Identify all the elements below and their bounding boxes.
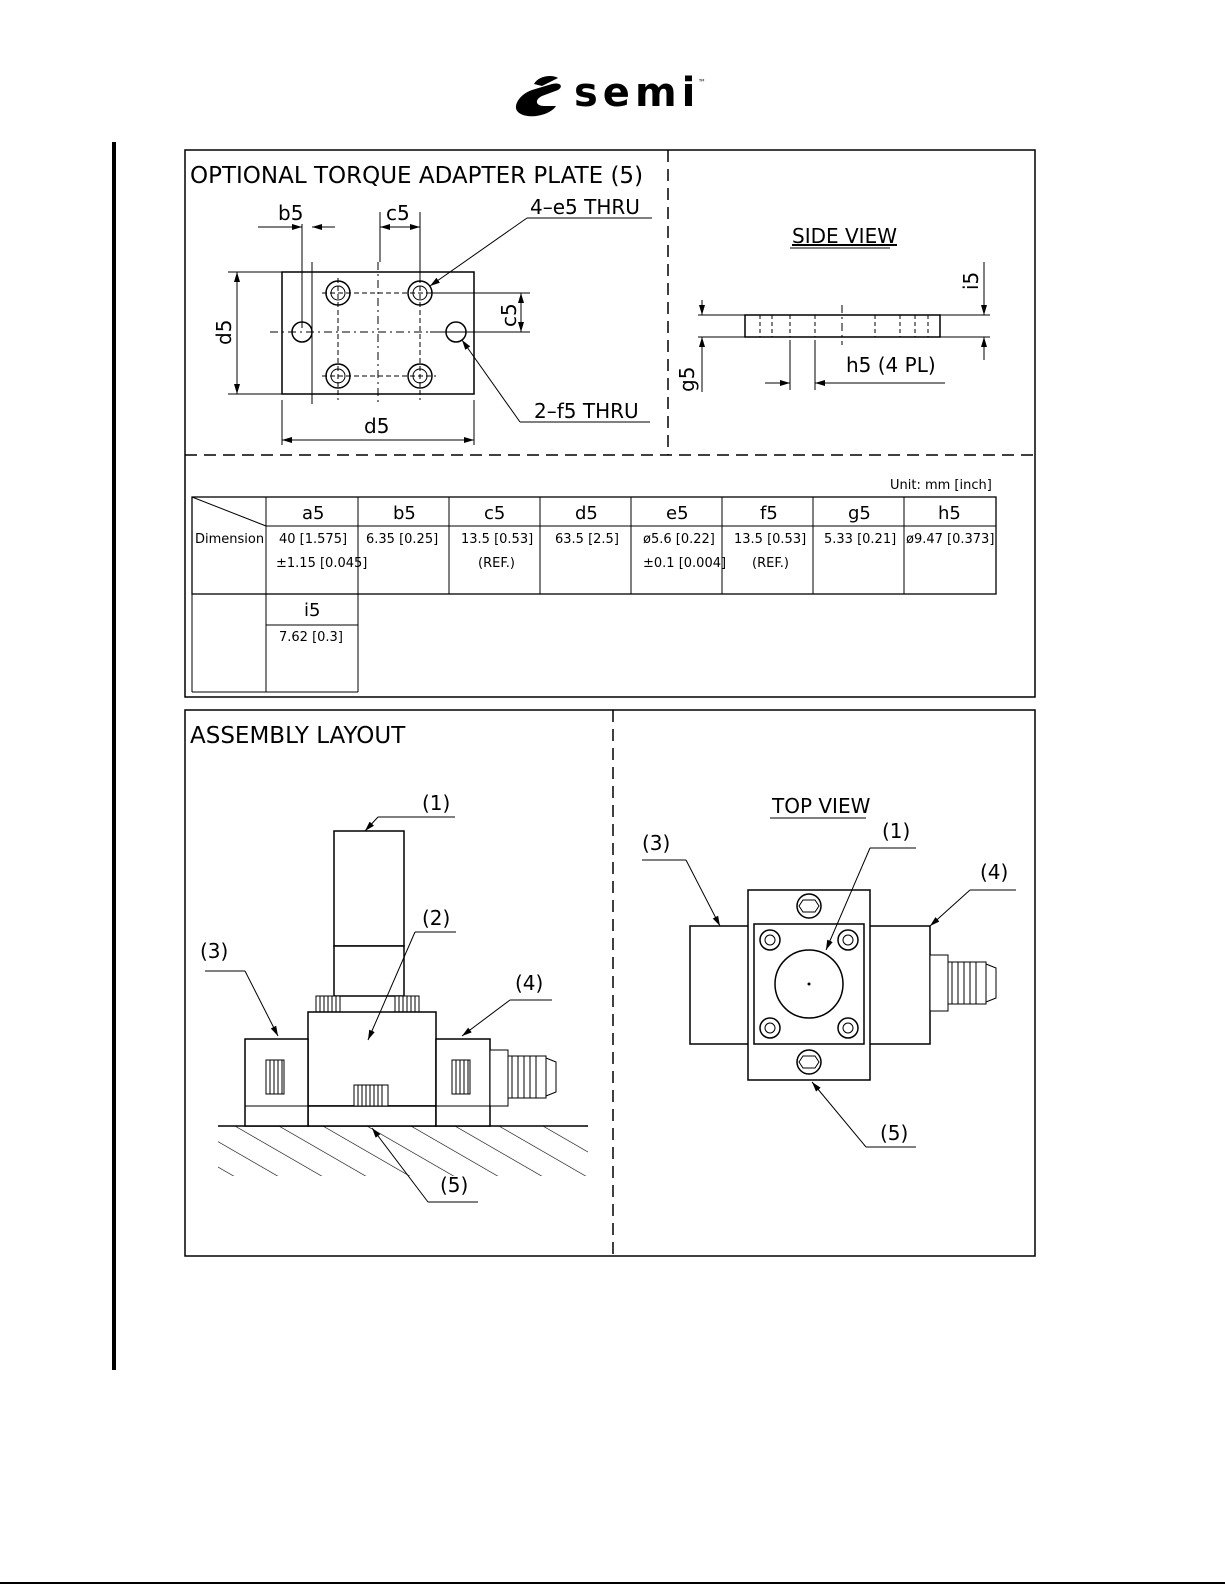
assembly-title: ASSEMBLY LAYOUT bbox=[190, 723, 406, 749]
top-callout-3: (3) bbox=[642, 831, 670, 855]
callout-2: (2) bbox=[422, 906, 450, 930]
table-cell: 5.33 [0.21] bbox=[824, 532, 896, 547]
label-i5: i5 bbox=[959, 272, 983, 290]
assembly-top-view: TOP VIEW (1) (3) bbox=[642, 794, 1016, 1148]
plate-top-view bbox=[270, 224, 530, 404]
top-view-title: TOP VIEW bbox=[771, 794, 871, 818]
table-cell: ø9.47 [0.373] bbox=[906, 532, 994, 547]
label-d5-left: d5 bbox=[212, 320, 236, 345]
side-view: SIDE VIEW g5 i5 bbox=[675, 224, 990, 392]
top-callout-4: (4) bbox=[980, 860, 1008, 884]
table-header: f5 bbox=[760, 503, 778, 524]
torque-plate-panel: OPTIONAL TORQUE ADAPTER PLATE (5) bbox=[184, 149, 1036, 698]
table-cell: ±1.15 [0.045] bbox=[276, 556, 367, 571]
unit-note: Unit: mm [inch] bbox=[890, 478, 992, 493]
semi-logo-mark-icon bbox=[515, 76, 561, 117]
table-header: g5 bbox=[848, 503, 871, 524]
table-header: d5 bbox=[575, 503, 598, 524]
side-view-title: SIDE VIEW bbox=[792, 224, 897, 248]
semi-logo-wordmark: semi bbox=[574, 70, 701, 116]
label-f5-thru: 2–f5 THRU bbox=[534, 399, 639, 423]
label-b5: b5 bbox=[278, 201, 303, 225]
callout-4: (4) bbox=[515, 971, 543, 995]
page-bottom-rule bbox=[0, 1582, 1225, 1584]
table-header: e5 bbox=[666, 503, 689, 524]
label-e5-thru: 4–e5 THRU bbox=[530, 195, 640, 219]
table-cell: 7.62 [0.3] bbox=[279, 630, 343, 645]
table-header: c5 bbox=[484, 503, 505, 524]
change-bar bbox=[112, 142, 116, 1370]
label-g5: g5 bbox=[675, 367, 699, 392]
top-callout-1: (1) bbox=[882, 819, 910, 843]
semi-logo: semi ™ bbox=[512, 70, 712, 122]
table-header: i5 bbox=[304, 600, 320, 621]
plate-dimensions: b5 c5 4–e5 THRU d5 d5 c5 2–f5 THRU bbox=[212, 195, 652, 445]
torque-plate-title: OPTIONAL TORQUE ADAPTER PLATE (5) bbox=[190, 163, 643, 189]
table-cell: ø5.6 [0.22] bbox=[643, 532, 715, 547]
label-c5: c5 bbox=[386, 201, 410, 225]
table-cell: 6.35 [0.25] bbox=[366, 532, 438, 547]
table-cell: (REF.) bbox=[478, 556, 515, 571]
table-header: h5 bbox=[938, 503, 961, 524]
table-cell: ±0.1 [0.004] bbox=[643, 556, 726, 571]
table-cell: 13.5 [0.53] bbox=[461, 532, 533, 547]
table-cell: 40 [1.575] bbox=[279, 532, 347, 547]
callout-3: (3) bbox=[200, 939, 228, 963]
table-cell: 63.5 [2.5] bbox=[555, 532, 619, 547]
top-callout-5: (5) bbox=[880, 1121, 908, 1145]
dimension-table: Unit: mm [inch] Dimension a5 40 [1.575] … bbox=[191, 478, 997, 693]
callout-5: (5) bbox=[440, 1173, 468, 1197]
table-row-label: Dimension bbox=[195, 532, 264, 547]
assembly-side-view: (1) (2) (3) (4) (5) bbox=[200, 791, 588, 1203]
table-header: b5 bbox=[393, 503, 416, 524]
table-header: a5 bbox=[302, 503, 324, 524]
callout-1: (1) bbox=[422, 791, 450, 815]
assembly-panel: ASSEMBLY LAYOUT bbox=[184, 709, 1036, 1257]
label-d5-bottom: d5 bbox=[364, 414, 389, 438]
label-h5: h5 (4 PL) bbox=[846, 353, 936, 377]
label-c5-right: c5 bbox=[497, 303, 521, 327]
trademark-symbol: ™ bbox=[698, 78, 706, 87]
table-cell: (REF.) bbox=[752, 556, 789, 571]
table-cell: 13.5 [0.53] bbox=[734, 532, 806, 547]
